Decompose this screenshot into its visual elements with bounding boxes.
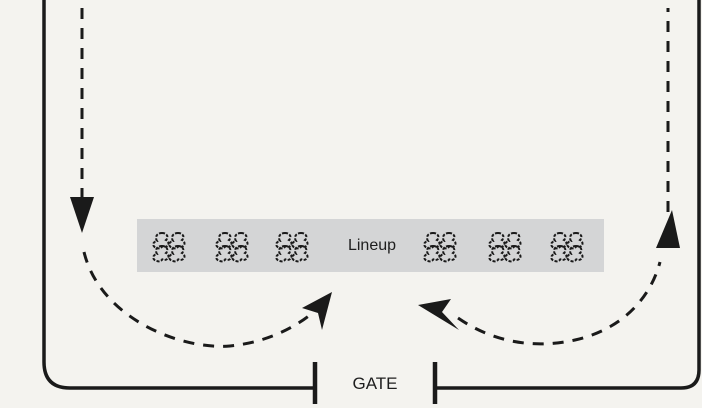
- arena-wall-right: [437, 0, 701, 390]
- left-down-arrow-icon: [70, 197, 94, 233]
- left-curve-arrow-icon: [302, 292, 332, 330]
- right-path-dashed-line: [457, 8, 670, 346]
- right-up-arrow-icon: [656, 210, 680, 248]
- gate-label: GATE: [352, 374, 397, 393]
- arena-wall-left: [42, 0, 313, 390]
- right-curve-arrow-icon: [418, 299, 459, 330]
- lineup-label: Lineup: [348, 237, 396, 254]
- left-path-dashed-line: [80, 8, 320, 348]
- lineup-bar: [137, 219, 604, 272]
